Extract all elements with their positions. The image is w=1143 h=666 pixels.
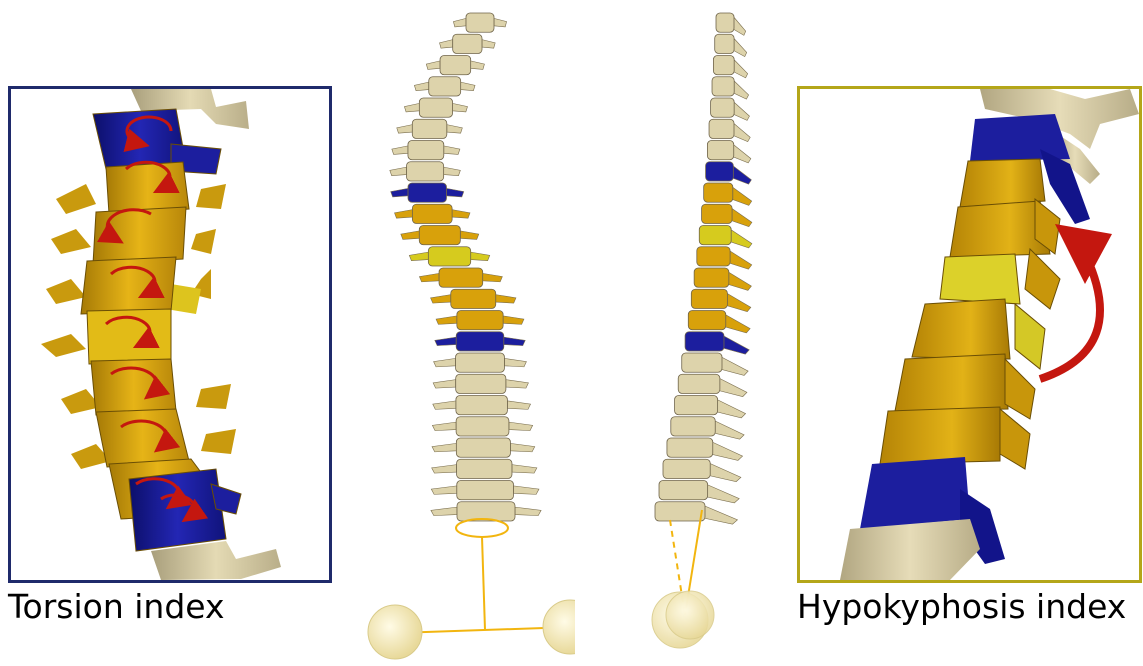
torsion-zoom-panel (8, 86, 332, 583)
vertebra (697, 247, 730, 266)
vertebra (419, 226, 460, 245)
vertebra (456, 396, 507, 415)
vertebra (428, 247, 470, 266)
vertebra (439, 268, 483, 287)
vertebra-process (731, 186, 751, 205)
vertebra-process (705, 484, 739, 503)
vertebra-process (722, 335, 749, 354)
vertebra-process (718, 378, 747, 397)
vertebra-process (728, 250, 751, 269)
vertebra-process (733, 80, 749, 99)
vertebra (106, 162, 189, 214)
vertebra-process (732, 165, 751, 184)
spine-side-view (610, 0, 790, 666)
vertebra (408, 183, 446, 202)
vertebra (699, 226, 731, 245)
torsion-index-caption: Torsion index (8, 590, 225, 623)
vertebra-process (733, 123, 750, 142)
reference-sphere (543, 600, 575, 654)
vertebra (451, 289, 496, 308)
vertebra (93, 207, 186, 264)
vertebra (667, 438, 713, 457)
vertebra (960, 159, 1045, 207)
side-vertebra-stack (655, 13, 752, 524)
reference-sphere (368, 605, 422, 659)
vertebra (429, 77, 461, 96)
vertebra (880, 407, 1000, 464)
vertebra (671, 417, 715, 436)
vertebra (453, 34, 482, 53)
vertebra-process (724, 314, 750, 333)
vertebra-process (733, 38, 747, 57)
vertebra (419, 98, 452, 117)
apex-vertebra (940, 254, 1020, 304)
vertebra (691, 289, 727, 308)
vertebra-process (727, 271, 751, 290)
lower-bone (840, 519, 980, 580)
vertebra (456, 374, 506, 393)
vertebra (707, 141, 733, 160)
vertebra (412, 119, 447, 138)
vertebra (456, 332, 504, 351)
vertebra (688, 311, 725, 330)
vertebra (712, 77, 734, 96)
vertebra (466, 13, 494, 32)
vertebra (81, 257, 176, 314)
lower-end-vertebra (860, 457, 970, 529)
reference-sphere (666, 591, 714, 639)
vertebra (440, 56, 471, 75)
vertebra (713, 56, 734, 75)
vertebra (685, 332, 724, 351)
vertebra-process (703, 505, 738, 524)
vertebra-process (713, 420, 744, 439)
vertebra-process (733, 101, 749, 120)
vertebra (412, 204, 452, 223)
vertebra (716, 13, 734, 32)
vertebra (457, 481, 514, 500)
hypokyphosis-index-caption: Hypokyphosis index (797, 590, 1126, 623)
spine-front-view (345, 0, 575, 666)
vertebra (408, 141, 444, 160)
vertebra (706, 162, 734, 181)
front-vertebra-stack (390, 13, 541, 521)
vertebra (895, 354, 1008, 411)
vertebra (96, 409, 189, 467)
vertebra (912, 299, 1010, 359)
vertebra (678, 374, 720, 393)
vertebra-process (715, 399, 745, 418)
vertebra (456, 438, 510, 457)
vertebra (457, 459, 512, 478)
vertebra (715, 34, 734, 53)
vertebra-process (726, 293, 751, 312)
vertebra-process (731, 208, 752, 227)
vertebra (659, 481, 708, 500)
torsion-vertebrae-illustration (11, 89, 329, 580)
vertebra (694, 268, 729, 287)
vertebra (456, 417, 509, 436)
vertebra-process (708, 463, 741, 482)
vertebra-process (733, 16, 746, 35)
vertebra-process (710, 441, 742, 460)
vertebra-process (733, 59, 748, 78)
vertebra (709, 119, 734, 138)
vertebra (456, 353, 505, 372)
vertebra-process (730, 229, 752, 248)
vertebra (702, 204, 733, 223)
vertebra (704, 183, 733, 202)
vertebra (682, 353, 722, 372)
hypokyphosis-zoom-panel (797, 86, 1142, 583)
vertebra-process (720, 356, 748, 375)
vertebra (457, 311, 503, 330)
hypokyphosis-vertebrae-illustration (800, 89, 1139, 580)
vertebra (675, 396, 718, 415)
upper-end-vertebra (970, 114, 1070, 161)
vertebra (711, 98, 735, 117)
vertebra (655, 502, 705, 521)
vertebra (663, 459, 710, 478)
vertebra (407, 162, 444, 181)
vertebra-process (732, 144, 750, 163)
